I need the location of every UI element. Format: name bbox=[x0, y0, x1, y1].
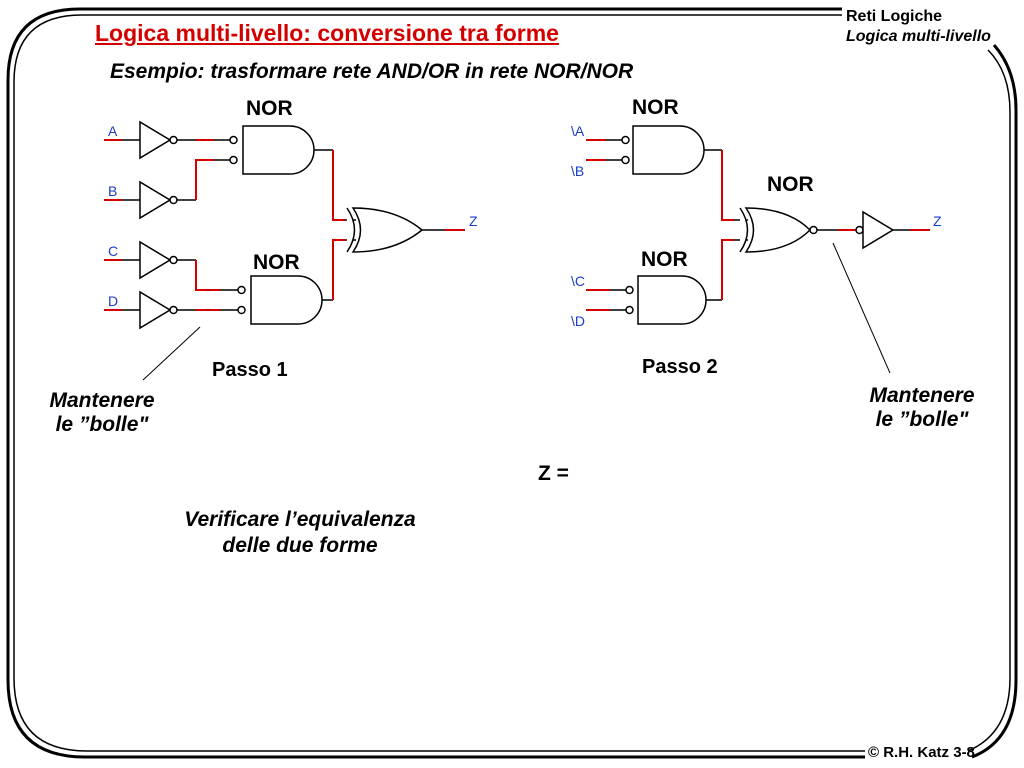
step2-nor-gate-bottom bbox=[625, 275, 707, 325]
step1-or-gate bbox=[346, 207, 424, 253]
step2-input-not-a: \A bbox=[571, 123, 585, 139]
step2-gate-label-bottom: NOR bbox=[641, 248, 688, 271]
step2-output-z: Z bbox=[933, 213, 942, 229]
step2-input-not-d: \D bbox=[571, 313, 585, 329]
header-section: Logica multi-livello bbox=[846, 28, 991, 45]
step2-note-line1: Mantenere bbox=[869, 384, 975, 407]
slide-title: Logica multi-livello: conversione tra fo… bbox=[95, 20, 559, 46]
step1-nor-gate-top bbox=[229, 125, 315, 175]
step1-input-c: C bbox=[108, 243, 119, 259]
verify-text: Verificare l’equivalenza delle due forme bbox=[150, 507, 450, 559]
step2-output-inverter bbox=[862, 210, 895, 250]
verify-line1: Verificare l’equivalenza bbox=[184, 508, 416, 531]
step1-input-b: B bbox=[108, 183, 118, 199]
step2-circuit bbox=[586, 125, 930, 374]
step2-input-not-b: \B bbox=[571, 163, 585, 179]
equation: Z = bbox=[538, 462, 569, 485]
step1-output-z: Z bbox=[469, 213, 478, 229]
verify-line2: delle due forme bbox=[222, 534, 378, 557]
step2-nor-gate-top bbox=[621, 125, 705, 175]
inverter-b bbox=[139, 180, 178, 220]
step2-gate-label-center: NOR bbox=[767, 173, 814, 196]
step1-input-d: D bbox=[108, 293, 119, 309]
step1-note-line2: le ”bolle" bbox=[55, 413, 149, 436]
step2-gate-label-top: NOR bbox=[632, 96, 679, 119]
inverter-c bbox=[139, 240, 178, 280]
step1-circuit bbox=[104, 120, 465, 381]
inverter-a bbox=[139, 120, 178, 160]
step2-note-line2: le ”bolle" bbox=[875, 408, 969, 431]
step1-gate-label-bottom: NOR bbox=[253, 251, 300, 274]
step2-caption: Passo 2 bbox=[642, 356, 718, 378]
step1-gate-label-top: NOR bbox=[246, 97, 293, 120]
step2-input-not-c: \C bbox=[571, 273, 585, 289]
step2-note: Mantenere le ”bolle" bbox=[850, 384, 994, 432]
slide-frame bbox=[6, 7, 1018, 759]
step1-note-line1: Mantenere bbox=[49, 389, 155, 412]
inverter-d bbox=[139, 290, 178, 330]
subtitle: Esempio: trasformare rete AND/OR in rete… bbox=[110, 60, 634, 83]
step1-note: Mantenere le ”bolle" bbox=[30, 389, 174, 437]
step1-input-a: A bbox=[108, 123, 118, 139]
header-course: Reti Logiche bbox=[846, 8, 943, 25]
step2-nor-gate-center bbox=[739, 207, 818, 253]
step1-nor-gate-bottom bbox=[237, 275, 323, 325]
step1-caption: Passo 1 bbox=[212, 359, 288, 381]
footer-copyright: © R.H. Katz 3-8 bbox=[868, 744, 975, 761]
